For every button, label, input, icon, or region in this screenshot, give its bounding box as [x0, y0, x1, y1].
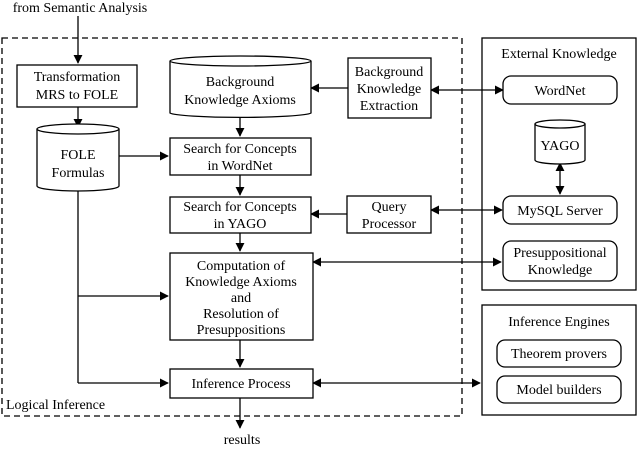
presuppositional-knowledge-box: Presuppositional Knowledge: [502, 240, 618, 282]
search-yago-line-2: in YAGO: [214, 217, 267, 232]
wordnet-label: WordNet: [535, 84, 586, 99]
logical-inference-title: Logical Inference: [6, 398, 105, 413]
query-processor-line-2: Processor: [362, 217, 417, 232]
background-axioms-line-1: Background: [206, 75, 274, 90]
wordnet-box: WordNet: [502, 75, 618, 105]
computation-line-5: Presuppositions: [197, 323, 286, 338]
transformation-line-2: MRS to FOLE: [36, 88, 118, 103]
search-yago-line-1: Search for Concepts: [183, 200, 297, 215]
transformation-box: Transformation MRS to FOLE: [16, 64, 138, 108]
background-extraction-line-2: Knowledge: [357, 82, 422, 97]
theorem-provers-label: Theorem provers: [511, 347, 607, 362]
computation-box: Computation of Knowledge Axioms and Reso…: [169, 252, 314, 341]
query-processor-box: Query Processor: [346, 195, 432, 234]
connectors: [73, 16, 565, 429]
presuppositional-line-1: Presuppositional: [513, 246, 606, 261]
yago-label: YAGO: [541, 139, 580, 154]
background-extraction-line-3: Extraction: [360, 99, 418, 114]
transformation-line-1: Transformation: [34, 70, 121, 85]
fole-line-1: FOLE: [61, 148, 96, 163]
presuppositional-line-2: Knowledge: [528, 263, 593, 278]
computation-line-3: and: [231, 291, 251, 306]
computation-line-2: Knowledge Axioms: [185, 275, 297, 290]
yago-cylinder: YAGO: [534, 119, 586, 165]
input-label: from Semantic Analysis: [13, 1, 148, 16]
output-label: results: [224, 433, 261, 448]
logical-inference-frame: [1, 37, 463, 417]
mysql-server-box: MySQL Server: [502, 195, 618, 225]
model-builders-box: Model builders: [496, 375, 622, 404]
search-wordnet-box: Search for Concepts in WordNet: [169, 137, 312, 176]
search-wordnet-line-1: Search for Concepts: [183, 142, 297, 157]
computation-line-1: Computation of: [197, 259, 286, 274]
background-extraction-line-1: Background: [355, 65, 423, 80]
mysql-server-label: MySQL Server: [517, 204, 603, 219]
external-knowledge-title: External Knowledge: [501, 47, 616, 62]
fole-line-2: Formulas: [52, 166, 105, 181]
query-processor-line-1: Query: [372, 200, 407, 215]
background-axioms-line-2: Knowledge Axioms: [184, 93, 296, 108]
model-builders-label: Model builders: [516, 383, 601, 398]
fole-formulas-cylinder: FOLE Formulas: [36, 123, 120, 192]
search-wordnet-line-2: in WordNet: [207, 159, 272, 174]
inference-engines-title: Inference Engines: [508, 315, 609, 330]
theorem-provers-box: Theorem provers: [496, 339, 622, 368]
inference-process-box: Inference Process: [169, 368, 314, 399]
inference-process-label: Inference Process: [191, 377, 290, 392]
computation-line-4: Resolution of: [203, 307, 279, 322]
search-yago-box: Search for Concepts in YAGO: [169, 196, 312, 234]
background-axioms-cylinder: Background Knowledge Axioms: [169, 55, 312, 119]
background-extraction-box: Background Knowledge Extraction: [347, 57, 432, 119]
